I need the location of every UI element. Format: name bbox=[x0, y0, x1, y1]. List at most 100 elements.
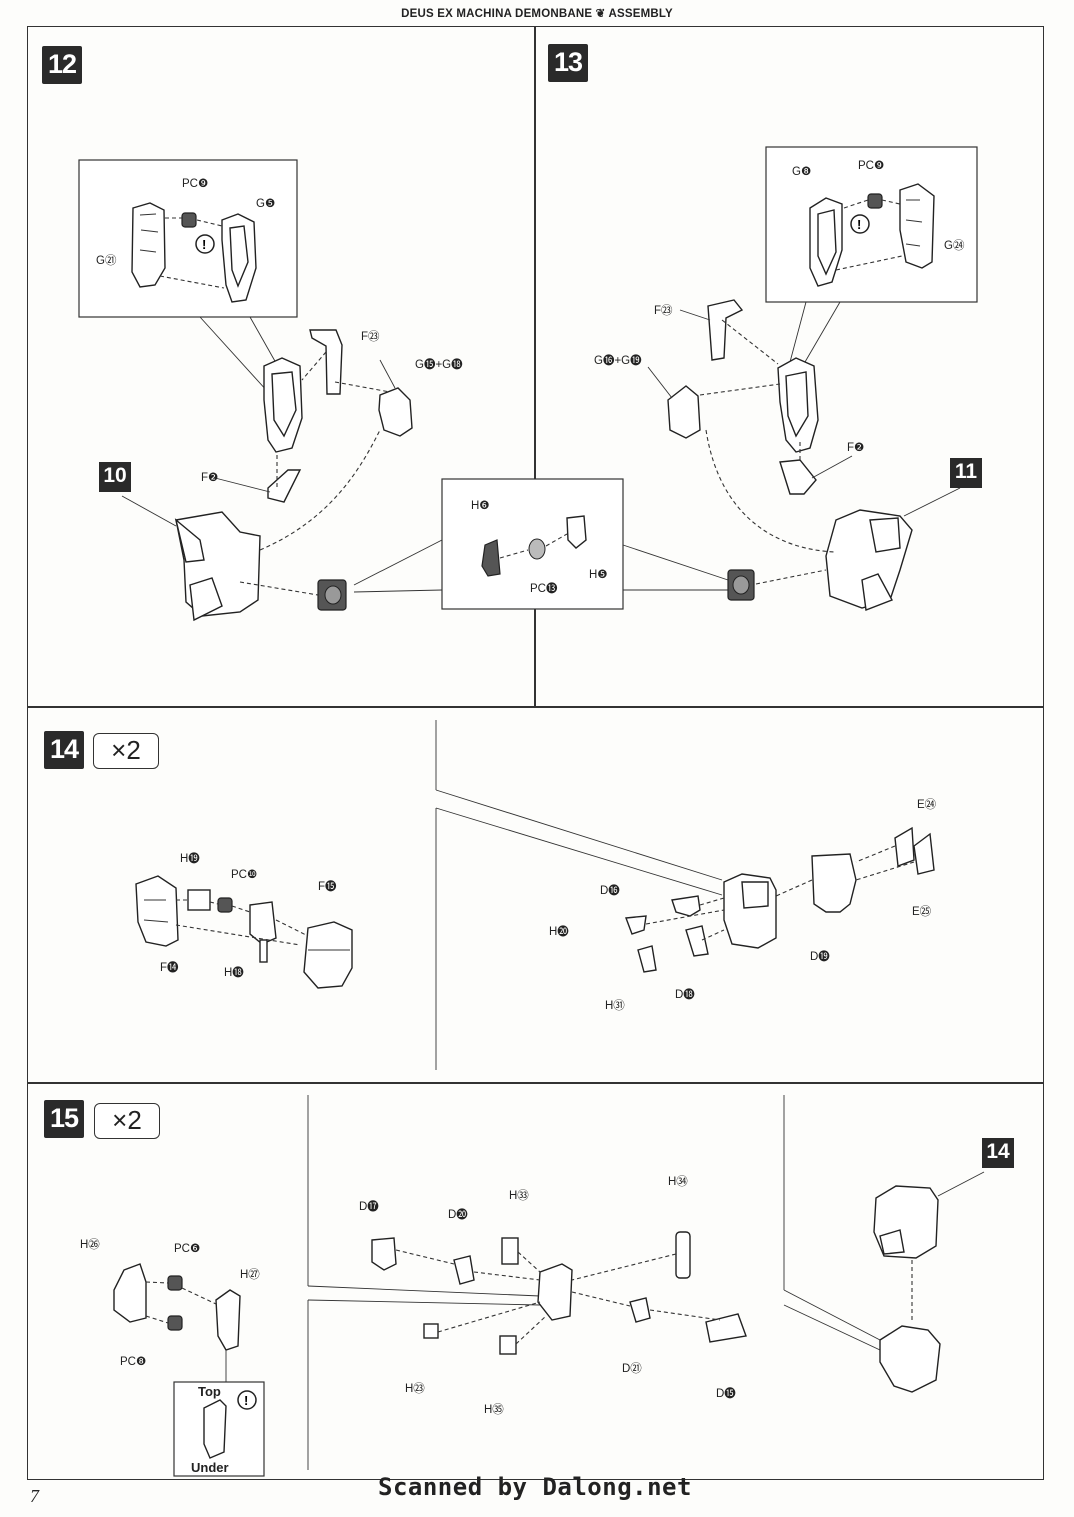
part-pc-s-13 bbox=[867, 193, 883, 209]
part-h35 bbox=[499, 1335, 517, 1355]
part-h23 bbox=[423, 1323, 439, 1339]
part-d16 bbox=[671, 895, 701, 917]
ref-number-11: 11 bbox=[950, 458, 982, 488]
label-f15: F⓯ bbox=[318, 881, 337, 893]
label-h26: H㉖ bbox=[80, 1239, 100, 1251]
part-pc-s bbox=[181, 212, 197, 228]
part-g15-g18 bbox=[378, 387, 413, 437]
label-h20: H⓴ bbox=[549, 926, 569, 938]
part-d18 bbox=[685, 925, 709, 957]
part-f2-13 bbox=[779, 459, 817, 495]
caution-icon-13 bbox=[850, 214, 870, 234]
part-d19 bbox=[811, 853, 857, 913]
part-h26 bbox=[113, 1263, 147, 1323]
label-f23-13: F㉓ bbox=[654, 305, 673, 317]
part-pc-h bbox=[167, 1315, 183, 1331]
label-g5: G❺ bbox=[256, 198, 276, 210]
step-number-14: 14 bbox=[44, 731, 84, 769]
label-pc-f: PC❻ bbox=[174, 1243, 201, 1255]
part-f23-12 bbox=[309, 329, 343, 395]
part-g21 bbox=[131, 202, 166, 288]
label-e24: E㉔ bbox=[917, 799, 937, 811]
label-f2-13: F❷ bbox=[847, 442, 865, 454]
part-h19 bbox=[187, 889, 211, 911]
label-d18: D⓲ bbox=[675, 989, 695, 1001]
page-header: DEUS EX MACHINA DEMONBANE ❦ ASSEMBLY bbox=[401, 8, 673, 20]
part-f23-13 bbox=[707, 299, 744, 361]
label-h23: H㉓ bbox=[405, 1383, 425, 1395]
part-d17 bbox=[371, 1237, 397, 1271]
part-g24 bbox=[899, 183, 935, 269]
step-number-15: 15 bbox=[44, 1100, 84, 1138]
part-d15 bbox=[705, 1313, 747, 1343]
label-pc-h: PC❽ bbox=[120, 1356, 147, 1368]
part-pc-f bbox=[167, 1275, 183, 1291]
part-f14 bbox=[135, 875, 179, 947]
main-block-15 bbox=[537, 1263, 573, 1321]
part-h18 bbox=[249, 901, 277, 945]
page-number: 7 bbox=[30, 1486, 39, 1506]
step-14-panel bbox=[27, 706, 1044, 1084]
label-under: Under bbox=[191, 1460, 229, 1475]
label-h34: H㉞ bbox=[668, 1176, 688, 1188]
label-h18: H⓲ bbox=[224, 967, 244, 979]
part-h31 bbox=[637, 945, 657, 973]
step-15-multiplier: ×2 bbox=[94, 1103, 160, 1139]
part-h20 bbox=[625, 915, 647, 935]
part-h34 bbox=[675, 1231, 691, 1279]
orientation-part bbox=[203, 1399, 227, 1459]
part-d20 bbox=[453, 1255, 475, 1285]
step-15-panel bbox=[27, 1082, 1044, 1480]
part-pc-m bbox=[528, 538, 546, 560]
step-12-panel bbox=[27, 26, 536, 708]
label-g15-g18: G⓯+G⓲ bbox=[415, 359, 463, 371]
part-g16-g19 bbox=[667, 385, 701, 439]
part-f15 bbox=[303, 921, 353, 989]
step-number-12: 12 bbox=[42, 46, 82, 84]
label-e25: E㉕ bbox=[912, 906, 932, 918]
step-12-detail-inset bbox=[78, 159, 298, 318]
svg-text:!: ! bbox=[202, 237, 206, 252]
label-d21: D㉑ bbox=[622, 1363, 642, 1375]
label-f23-12: F㉓ bbox=[361, 331, 380, 343]
label-g21: G㉑ bbox=[96, 255, 117, 267]
label-top: Top bbox=[198, 1384, 221, 1399]
part-f2-12 bbox=[267, 469, 302, 503]
label-h27: H㉗ bbox=[240, 1269, 260, 1281]
svg-text:!: ! bbox=[244, 1393, 248, 1408]
label-d19: D⓳ bbox=[810, 951, 830, 963]
label-g8: G❽ bbox=[792, 166, 812, 178]
step-13-panel bbox=[534, 26, 1044, 708]
ref-number-14: 14 bbox=[982, 1138, 1014, 1168]
part-pc-o bbox=[217, 897, 233, 913]
step-14-multiplier: ×2 bbox=[93, 733, 159, 769]
label-h5: H❺ bbox=[589, 569, 608, 581]
label-h33: H㉝ bbox=[509, 1190, 529, 1202]
label-h19: H⓳ bbox=[180, 853, 200, 865]
label-pc-12: PC❾ bbox=[182, 178, 209, 190]
label-d15: D⓯ bbox=[716, 1388, 736, 1400]
label-f14: F⓮ bbox=[160, 962, 179, 974]
label-g16-g19: G⓰+G⓳ bbox=[594, 355, 642, 367]
svg-text:!: ! bbox=[857, 217, 861, 232]
step-13-detail-inset bbox=[765, 146, 978, 303]
label-pc-13: PC❾ bbox=[858, 160, 885, 172]
ref-number-10: 10 bbox=[99, 462, 131, 492]
scan-credit: Scanned by Dalong.net bbox=[378, 1473, 692, 1501]
leg-assembly-15 bbox=[879, 1325, 941, 1393]
caution-icon bbox=[195, 234, 215, 254]
label-d17: D⓱ bbox=[359, 1201, 379, 1213]
part-h33 bbox=[501, 1237, 519, 1265]
step-number-13: 13 bbox=[548, 44, 588, 82]
label-pc-o: PC❿ bbox=[231, 869, 258, 881]
part-h5 bbox=[566, 515, 587, 549]
label-h31: H㉛ bbox=[605, 1000, 625, 1012]
label-g24: G㉔ bbox=[944, 240, 965, 252]
part-d21 bbox=[629, 1297, 651, 1323]
label-pc-m: PC⓭ bbox=[530, 583, 558, 595]
part-e25 bbox=[913, 832, 935, 875]
part-h6 bbox=[481, 539, 501, 577]
part-h27 bbox=[215, 1289, 241, 1351]
label-f2-12: F❷ bbox=[201, 472, 219, 484]
